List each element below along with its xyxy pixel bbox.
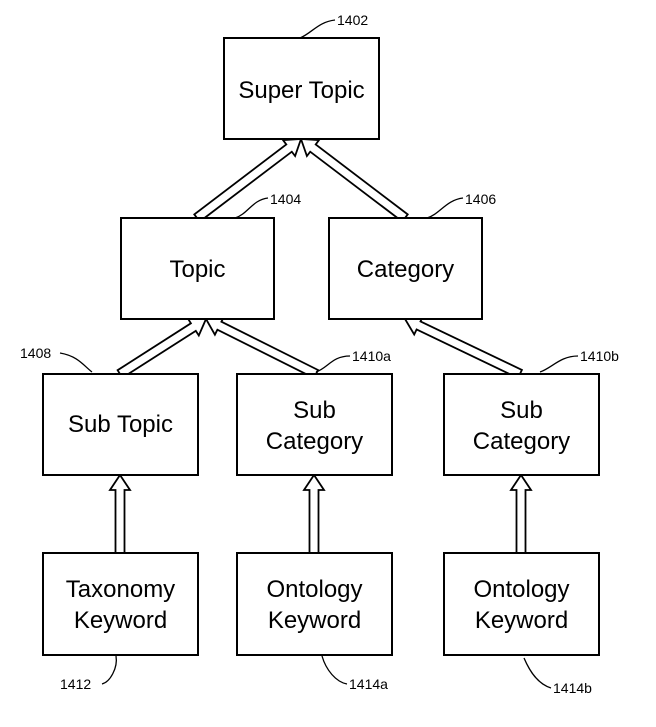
taxonomy-keyword-node: Taxonomy Keyword [42,552,199,656]
sub-category-b-label-line2: Category [473,428,570,455]
ref-sub-category-b: 1410b [580,348,619,364]
sub-category-a-label-line2: Category [266,428,363,455]
ontology-keyword-a-box [236,552,393,656]
super-topic-label: Super Topic [238,77,364,104]
ontology-keyword-a-label-line1: Ontology [266,576,362,603]
super-topic-box [223,37,380,140]
leaders-layer [59,19,579,689]
leader-category [426,197,464,219]
arrow-sub-category-a-to-topic [204,315,320,380]
arrows-layer [108,138,533,554]
leader-ontology-keyword-a [321,655,348,685]
ref-topic: 1404 [270,191,301,207]
ref-sub-category-a: 1410a [352,348,391,364]
arrow-category-to-super-topic [299,138,409,223]
category-box [328,217,483,320]
ref-super-topic: 1402 [337,12,368,28]
leader-taxonomy-keyword [101,655,117,685]
sub-topic-box [42,373,199,476]
arrow-ontology-keyword-a-to-sub-category-a [302,473,326,554]
ontology-keyword-b-label-line1: Ontology [473,576,569,603]
ontology-keyword-b-node: Ontology Keyword [443,552,600,656]
leader-topic [234,197,269,219]
sub-category-b-node: Sub Category [443,373,600,476]
super-topic-node: Super Topic [223,37,380,140]
arrow-sub-category-b-to-category [403,315,524,380]
ref-sub-topic: 1408 [20,345,51,361]
sub-category-a-label-line1: Sub [293,397,336,424]
arrow-taxonomy-keyword-to-sub-topic [108,473,132,554]
sub-category-b-box [443,373,600,476]
sub-topic-node: Sub Topic [42,373,199,476]
sub-category-a-node: Sub Category [236,373,393,476]
category-node: Category [328,217,483,320]
ontology-keyword-b-box [443,552,600,656]
sub-category-a-box [236,373,393,476]
leader-sub-category-b [539,355,579,373]
ontology-keyword-a-node: Ontology Keyword [236,552,393,656]
arrow-sub-topic-to-topic [116,317,208,380]
ref-ontology-keyword-a: 1414a [349,676,388,692]
topic-node: Topic [120,217,275,320]
topic-box [120,217,275,320]
category-label: Category [357,256,454,283]
sub-category-b-label-line1: Sub [500,397,543,424]
leader-sub-topic [59,352,93,373]
leader-super-topic [299,19,336,39]
taxonomy-keyword-box [42,552,199,656]
ref-ontology-keyword-b: 1414b [553,680,592,696]
topic-label: Topic [169,256,225,283]
ontology-keyword-a-label-line2: Keyword [268,607,361,634]
ref-category: 1406 [465,191,496,207]
ontology-keyword-b-label-line2: Keyword [475,607,568,634]
leader-ontology-keyword-b [523,657,552,689]
ref-taxonomy-keyword: 1412 [60,676,91,692]
taxonomy-keyword-label-line1: Taxonomy [66,576,175,603]
leader-sub-category-a [315,355,351,373]
taxonomy-keyword-label-line2: Keyword [74,607,167,634]
sub-topic-label: Sub Topic [68,411,173,438]
arrow-ontology-keyword-b-to-sub-category-b [509,473,533,554]
